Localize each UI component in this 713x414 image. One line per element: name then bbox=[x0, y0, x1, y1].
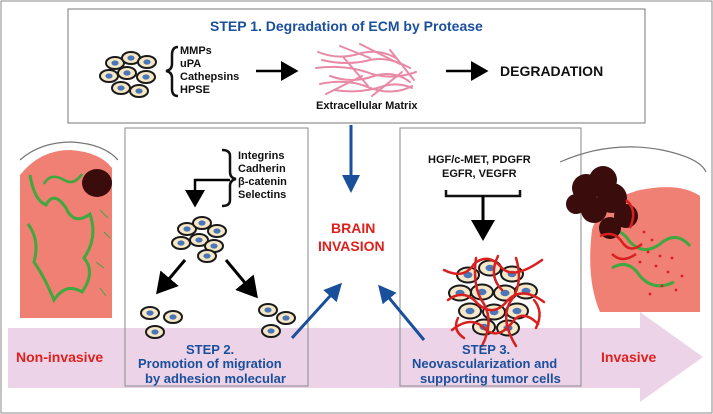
migration-arrow-left bbox=[156, 259, 187, 295]
vascularized-tumor-cluster bbox=[442, 254, 546, 348]
protease-brace bbox=[165, 45, 179, 98]
protease-cathepsins: Cathepsins bbox=[180, 71, 240, 83]
degradation-label: DEGRADATION bbox=[500, 63, 604, 79]
invasive-brain-illustration bbox=[559, 146, 707, 312]
ecm-label: Extracellular Matrix bbox=[316, 100, 418, 112]
progression-band bbox=[8, 312, 703, 402]
step2-title-line2: Promotion of migration bbox=[138, 356, 282, 371]
arrow-to-cells bbox=[185, 178, 230, 208]
migration-arrow-right bbox=[224, 259, 258, 299]
non-invasive-brain-illustration bbox=[19, 141, 119, 318]
protease-upa: uPA bbox=[180, 58, 202, 70]
growth-factors-line2: EGFR, VEGFR bbox=[442, 168, 517, 180]
molecule-integrins: Integrins bbox=[238, 150, 285, 162]
step2-title-line3: by adhesion molecular bbox=[145, 371, 286, 386]
step3-title-line3: supporting tumor cells bbox=[420, 371, 561, 386]
step1-title: STEP 1. Degradation of ECM by Protease bbox=[210, 18, 483, 34]
invasive-tumor-mass bbox=[566, 166, 638, 239]
molecule-selectins: Selectins bbox=[238, 189, 287, 201]
step3-label: STEP 3. bbox=[462, 342, 511, 357]
step2-box bbox=[124, 127, 309, 387]
step2-to-invasion-arrow bbox=[290, 282, 343, 340]
non-invasive-label: Non-invasive bbox=[16, 349, 104, 365]
step3-title-line2: Neovascularization and bbox=[412, 356, 558, 371]
extracellular-matrix-fibers bbox=[315, 43, 417, 97]
brain-invasion-line1: BRAIN bbox=[331, 220, 376, 236]
step2-label: STEP 2. bbox=[186, 342, 235, 357]
protease-hpse: HPSE bbox=[180, 84, 210, 96]
protease-mmps: MMPs bbox=[180, 45, 212, 57]
invasive-label: Invasive bbox=[601, 349, 657, 365]
molecule-cadherin: Cadherin bbox=[238, 163, 286, 175]
step1-box bbox=[67, 8, 646, 124]
growth-factors-line1: HGF/c-MET, PDGFR bbox=[428, 154, 531, 166]
adhesion-brace bbox=[221, 148, 237, 208]
step3-box bbox=[399, 127, 582, 387]
molecule-beta-catenin: β-catenin bbox=[238, 176, 287, 188]
step3-to-invasion-arrow bbox=[378, 284, 426, 341]
brain-invasion-line2: INVASION bbox=[318, 238, 385, 254]
growth-factor-bracket bbox=[444, 190, 522, 198]
invasion-dots bbox=[638, 230, 684, 296]
tumor-cell-cluster-step2 bbox=[171, 216, 227, 263]
